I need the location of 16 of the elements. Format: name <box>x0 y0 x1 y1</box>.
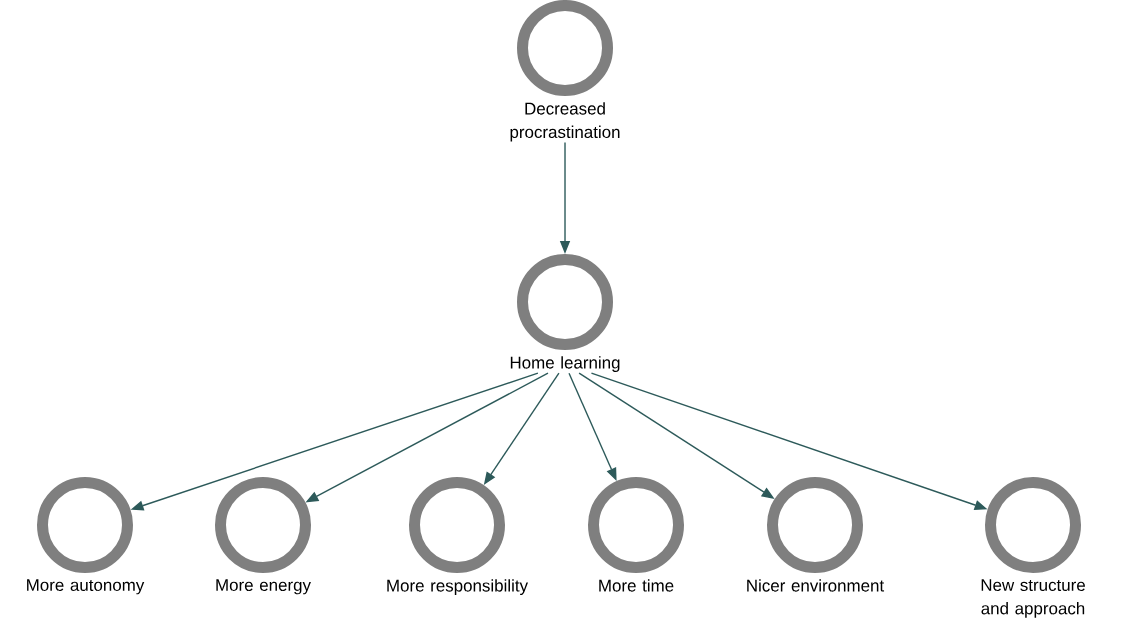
circle-node: More responsibility <box>387 477 528 595</box>
circle-node: New structure and approach <box>981 477 1085 618</box>
node-label: Nicer environment <box>747 579 885 592</box>
node-label: Decreased procrastination <box>510 102 620 142</box>
node-label: More energy <box>216 579 311 595</box>
circle-node: More energy <box>215 477 311 595</box>
circle-node: Decreased procrastination <box>510 0 620 142</box>
node-label: New structure and approach <box>981 579 1085 618</box>
circle-node: More autonomy <box>27 477 145 595</box>
node-label: Home learning <box>510 356 620 372</box>
node-label: More time <box>599 579 674 592</box>
circle-node: More time <box>588 477 684 592</box>
node-label: More autonomy <box>27 579 145 595</box>
circle-node: Nicer environment <box>747 477 885 592</box>
circle-node: Home learning <box>510 254 620 372</box>
node-label: More responsibility <box>387 579 529 595</box>
